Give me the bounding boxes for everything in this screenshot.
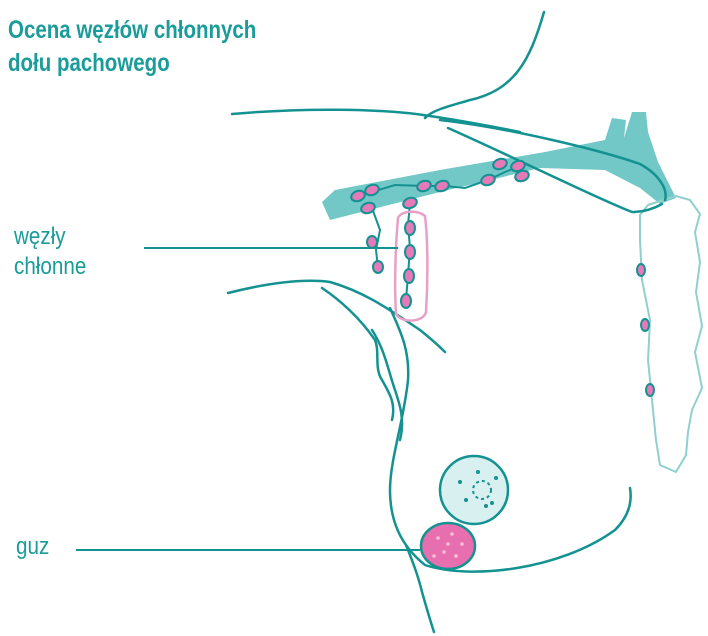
neck-line: [425, 12, 544, 118]
lymph-node: [404, 269, 414, 283]
arm-line: [228, 281, 445, 352]
chest-wall-outline: [640, 196, 702, 472]
lymph-node: [405, 245, 415, 259]
lymph-node: [637, 264, 645, 276]
tumor: [421, 523, 475, 569]
shoulder-line: [232, 110, 520, 132]
lymph-node: [641, 319, 649, 331]
lymph-node: [367, 236, 377, 248]
lymph-node: [646, 384, 654, 396]
lymph-node: [373, 261, 383, 273]
lymph-node: [405, 221, 415, 235]
nipple: [440, 456, 508, 524]
lymph-node: [401, 294, 411, 308]
